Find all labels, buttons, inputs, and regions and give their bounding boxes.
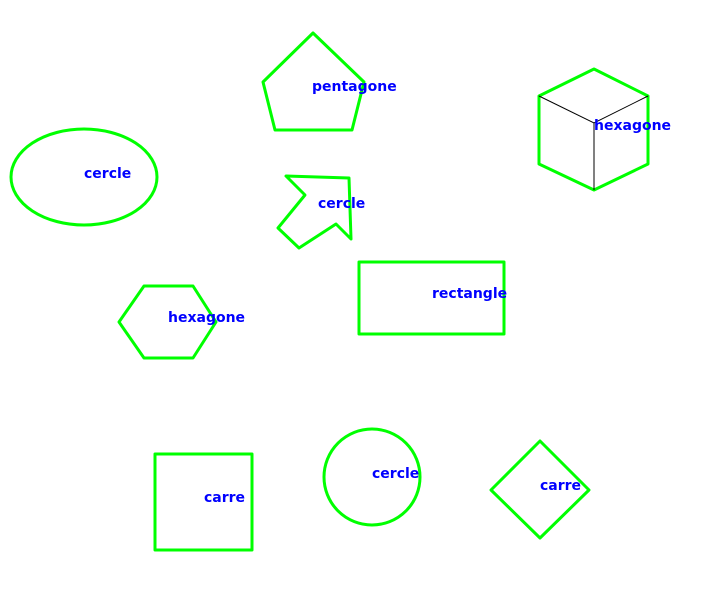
hexagon-shape (117, 284, 218, 360)
square-label: carre (204, 490, 245, 506)
square-shape (153, 452, 254, 552)
arrow-label: cercle (318, 196, 365, 212)
circle-shape (322, 427, 422, 527)
arrow-shape (276, 174, 353, 250)
pentagon-shape (261, 31, 366, 132)
cube-label: hexagone (594, 118, 671, 134)
diamond-shape (489, 439, 591, 540)
circle-label: cercle (372, 466, 419, 482)
pentagon-label: pentagone (312, 79, 397, 95)
hexagon-label: hexagone (168, 310, 245, 326)
ellipse-shape (9, 127, 159, 227)
ellipse-label: cercle (84, 166, 131, 182)
rectangle-shape (357, 260, 506, 336)
diamond-label: carre (540, 478, 581, 494)
rectangle-label: rectangle (432, 286, 507, 302)
